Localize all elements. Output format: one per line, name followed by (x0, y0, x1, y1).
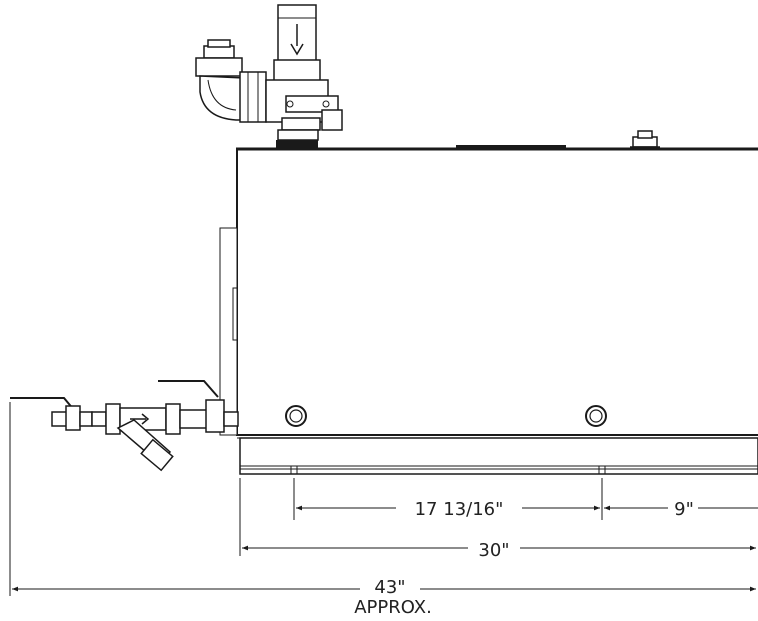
dimension-offset: 9" (604, 499, 758, 520)
relief-valve-assembly (195, 4, 343, 148)
dimension-width-label: 30" (478, 540, 509, 561)
dimension-overall-label: 43" (374, 577, 405, 598)
extension-lines (9, 402, 603, 596)
tank-top-fittings (456, 130, 660, 149)
tank-body (219, 147, 758, 439)
dimension-offset-label: 9" (674, 499, 694, 520)
inlet-piping-assembly (10, 380, 239, 472)
port-left (285, 405, 307, 427)
dimension-overall-note: APPROX. (354, 597, 432, 618)
dimension-spacing-label: 17 13/16" (415, 499, 504, 520)
dimension-width: 30" (242, 540, 756, 561)
dimension-overall: 43" APPROX. (12, 577, 756, 618)
dimension-spacing: 17 13/16" (296, 499, 600, 520)
port-right (585, 405, 607, 427)
base-skid (239, 437, 758, 475)
